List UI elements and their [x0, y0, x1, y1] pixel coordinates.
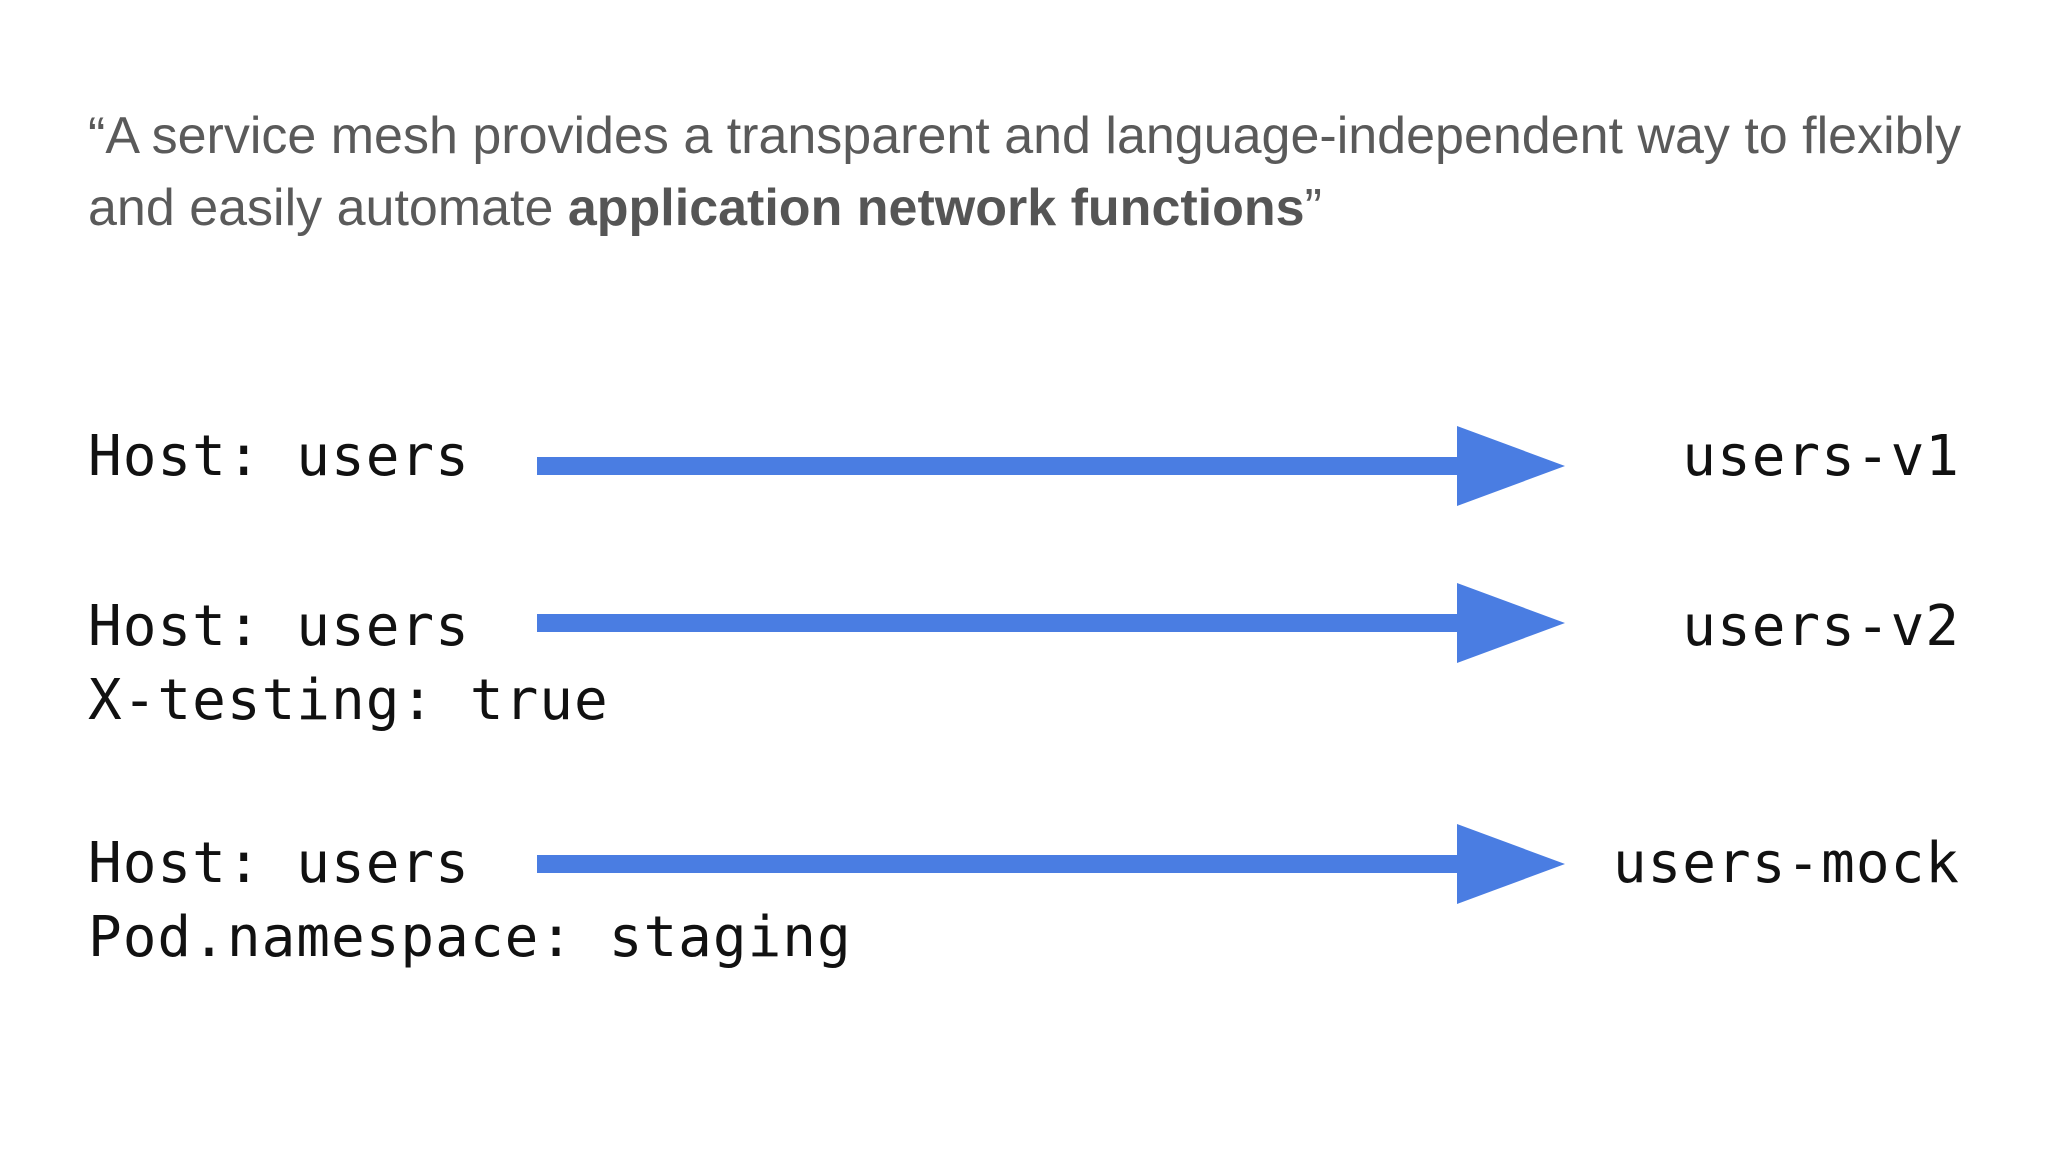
route-1-match-line-1: Host: users [88, 424, 470, 489]
arrow-head-icon [1457, 583, 1565, 663]
quote-line-1: “A service mesh provides a transparent a… [88, 107, 1962, 165]
arrow-shaft [537, 855, 1457, 873]
arrow-shaft [537, 457, 1457, 475]
quote-closing-mark: ” [1304, 179, 1322, 237]
route-3-match-line-1: Host: users [88, 831, 470, 896]
route-3-arrow [537, 824, 1565, 904]
quote-line-2: and easily automate application network … [88, 172, 1961, 244]
route-2-match-line-1: Host: users [88, 594, 470, 659]
arrow-shaft [537, 614, 1457, 632]
route-2-match-line-2: X-testing: true [88, 668, 609, 733]
arrow-head-icon [1457, 824, 1565, 904]
route-2-destination: users-v2 [1682, 594, 1960, 659]
route-3-match: Host: users Pod.namespace: staging [88, 827, 852, 975]
route-1-destination: users-v1 [1682, 424, 1960, 489]
quote-text: “A service mesh provides a transparent a… [88, 100, 1961, 244]
route-3-match-line-2: Pod.namespace: staging [88, 905, 852, 970]
quote-line-2-normal: and easily automate [88, 179, 568, 237]
route-1-arrow [537, 426, 1565, 506]
route-3-destination: users-mock [1612, 831, 1960, 896]
route-1-match: Host: users [88, 420, 470, 494]
route-2-match: Host: users X-testing: true [88, 590, 609, 738]
quote-line-2-bold: application network functions [567, 179, 1305, 237]
arrow-head-icon [1457, 426, 1565, 506]
route-2-arrow [537, 583, 1565, 663]
